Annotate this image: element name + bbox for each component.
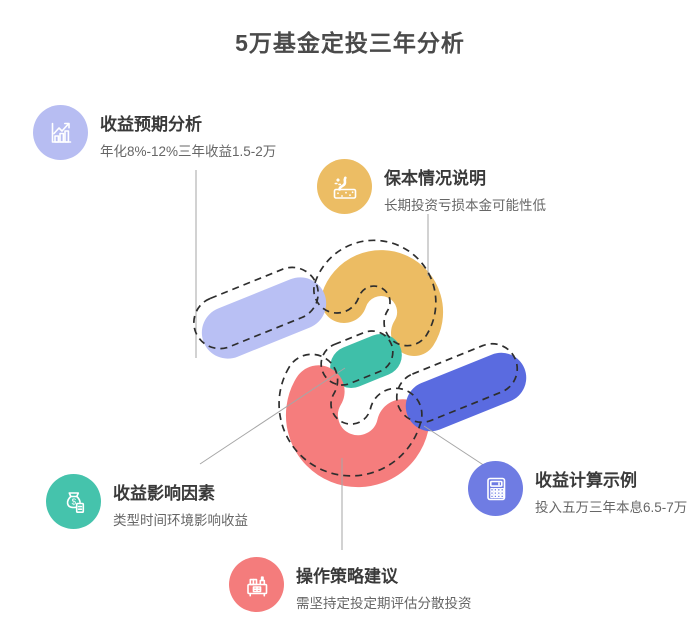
cash-register-icon [229,557,284,612]
svg-text:$: $ [71,497,76,506]
lavender-bar-outline [192,266,320,350]
teal-bar-outline [320,330,394,386]
item-yield-factors: $ 收益影响因素 类型时间环境影响收益 [46,474,248,529]
connector-calculation [423,425,489,469]
item-title: 收益影响因素 [113,484,215,503]
orange-arc-shape [321,250,444,356]
item-subtitle: 长期投资亏损本金可能性低 [384,198,546,213]
calculator-icon [468,461,523,516]
trend-chart-icon [33,105,88,160]
blue-bar-outline [395,342,519,424]
blue-bar-shape [405,352,527,432]
item-yield-forecast: 收益预期分析 年化8%-12%三年收益1.5-2万 [33,105,276,160]
lavender-bar-shape [201,277,327,359]
orange-arc-outline [313,239,437,347]
item-title: 操作策略建议 [296,567,398,586]
red-arc-shape [285,365,429,488]
money-bag-icon: $ [46,474,101,529]
connector-yield-factors [199,367,346,465]
item-subtitle: 需坚持定投定期评估分散投资 [296,596,472,611]
item-capital-protection: 保本情况说明 长期投资亏损本金可能性低 [317,159,546,214]
item-subtitle: 年化8%-12%三年收益1.5-2万 [100,144,277,159]
item-calculation-example: 收益计算示例 投入五万三年本息6.5-7万 [468,461,687,516]
item-strategy-advice: 操作策略建议 需坚持定投定期评估分散投资 [229,557,472,612]
item-title: 收益预期分析 [100,115,202,134]
teal-bar-shape [330,334,402,388]
item-subtitle: 类型时间环境影响收益 [113,513,248,528]
red-arc-outline [278,353,423,477]
sprout-soil-icon [317,159,372,214]
item-title: 保本情况说明 [384,169,486,188]
item-subtitle: 投入五万三年本息6.5-7万 [535,500,688,515]
item-title: 收益计算示例 [535,471,637,490]
page-title: 5万基金定投三年分析 [235,30,465,56]
